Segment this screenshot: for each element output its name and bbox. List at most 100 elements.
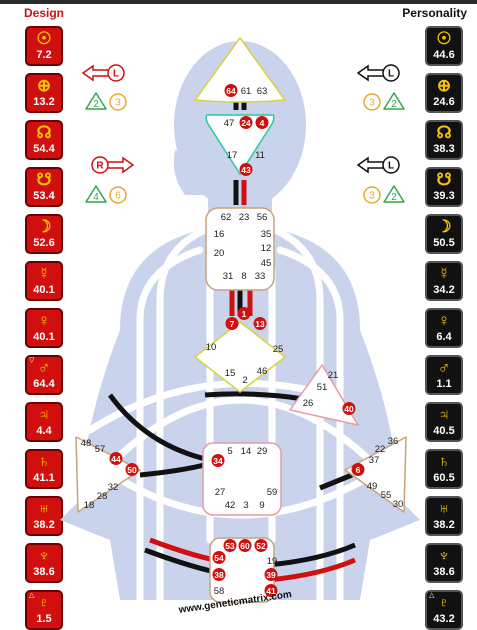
planet-glyph-icon: ☋ — [436, 170, 452, 189]
gate-40[interactable]: 40 — [344, 404, 354, 414]
design-planet-2[interactable]: ☊54.4 — [25, 120, 63, 160]
personality-planet-2[interactable]: ☊38.3 — [425, 120, 463, 160]
gate-6[interactable]: 6 — [356, 465, 361, 475]
tone-number: 2 — [391, 99, 397, 110]
design-planet-4[interactable]: ☽52.6 — [25, 214, 63, 254]
design-planet-3[interactable]: ☋53.4 — [25, 167, 63, 207]
gate-3[interactable]: 3 — [243, 500, 248, 511]
gate-20[interactable]: 20 — [214, 248, 225, 259]
gate-29[interactable]: 29 — [257, 446, 268, 457]
gate-11[interactable]: 11 — [255, 150, 265, 161]
design-planet-9[interactable]: ♄41.1 — [25, 449, 63, 489]
gate-17[interactable]: 17 — [227, 150, 238, 161]
gate-26[interactable]: 26 — [303, 398, 314, 409]
gate-63[interactable]: 63 — [257, 86, 268, 97]
gate-13[interactable]: 13 — [255, 319, 265, 329]
gate-33[interactable]: 33 — [255, 271, 266, 282]
gate-48[interactable]: 48 — [81, 438, 92, 449]
gate-5[interactable]: 5 — [227, 446, 232, 457]
gate-49[interactable]: 49 — [367, 481, 378, 492]
gate-56[interactable]: 56 — [257, 212, 268, 223]
personality-planet-3[interactable]: ☋39.3 — [425, 167, 463, 207]
gate-31[interactable]: 31 — [223, 271, 234, 282]
gate-44[interactable]: 44 — [111, 454, 121, 464]
gate-28[interactable]: 28 — [97, 491, 108, 502]
gate-50[interactable]: 50 — [127, 465, 137, 475]
gate-18[interactable]: 18 — [84, 500, 95, 511]
gate-24[interactable]: 24 — [241, 118, 251, 128]
gate-16[interactable]: 16 — [214, 229, 225, 240]
gate-59[interactable]: 59 — [267, 487, 278, 498]
gate-7[interactable]: 7 — [230, 319, 235, 329]
design-planet-7[interactable]: ▽♂64.4 — [25, 355, 63, 395]
design-planet-5[interactable]: ☿40.1 — [25, 261, 63, 301]
personality-planet-4[interactable]: ☽50.5 — [425, 214, 463, 254]
gate-34[interactable]: 34 — [213, 456, 223, 466]
gate-61[interactable]: 61 — [241, 86, 252, 97]
personality-planet-8[interactable]: ♃40.5 — [425, 402, 463, 442]
gate-14[interactable]: 14 — [241, 446, 252, 457]
gate-19[interactable]: 19 — [267, 556, 278, 567]
gate-35[interactable]: 35 — [261, 229, 272, 240]
gate-30[interactable]: 30 — [393, 499, 404, 510]
gate-41[interactable]: 41 — [266, 586, 276, 596]
gate-43[interactable]: 43 — [241, 165, 251, 175]
personality-planet-5[interactable]: ☿34.2 — [425, 261, 463, 301]
design-planet-1[interactable]: ⊕13.2 — [25, 73, 63, 113]
personality-planet-11[interactable]: ♆38.6 — [425, 543, 463, 583]
design-planet-10[interactable]: ♅38.2 — [25, 496, 63, 536]
gate-42[interactable]: 42 — [225, 500, 236, 511]
gate-32[interactable]: 32 — [108, 482, 119, 493]
gate-23[interactable]: 23 — [239, 212, 250, 223]
gate-47[interactable]: 47 — [224, 118, 235, 129]
design-planet-6[interactable]: ♀40.1 — [25, 308, 63, 348]
gate-52[interactable]: 52 — [256, 541, 266, 551]
gate-22[interactable]: 22 — [375, 444, 386, 455]
variable-letter: R — [96, 161, 104, 172]
gate-60[interactable]: 60 — [240, 541, 250, 551]
planet-value: 38.2 — [433, 519, 455, 531]
gate-54[interactable]: 54 — [214, 553, 224, 563]
design-planet-8[interactable]: ♃4.4 — [25, 402, 63, 442]
gate-15[interactable]: 15 — [225, 368, 236, 379]
gate-9[interactable]: 9 — [259, 500, 264, 511]
gate-45[interactable]: 45 — [261, 258, 272, 269]
personality-planet-0[interactable]: ☉44.6 — [425, 26, 463, 66]
gate-64[interactable]: 64 — [226, 86, 236, 96]
gate-2[interactable]: 2 — [242, 375, 247, 386]
design-planet-11[interactable]: ♆38.6 — [25, 543, 63, 583]
gate-4[interactable]: 4 — [260, 118, 265, 128]
planet-value: 60.5 — [433, 472, 455, 484]
gate-37[interactable]: 37 — [369, 455, 380, 466]
gate-58[interactable]: 58 — [214, 586, 225, 597]
gate-27[interactable]: 27 — [215, 487, 226, 498]
design-planet-0[interactable]: ☉7.2 — [25, 26, 63, 66]
personality-planet-6[interactable]: ♀6.4 — [425, 308, 463, 348]
active-gate-marker — [264, 584, 278, 597]
gate-53[interactable]: 53 — [225, 541, 235, 551]
personality-planet-9[interactable]: ♄60.5 — [425, 449, 463, 489]
personality-planet-12[interactable]: △♇43.2 — [425, 590, 463, 630]
personality-planet-7[interactable]: ♂1.1 — [425, 355, 463, 395]
planet-value: 38.3 — [433, 143, 455, 155]
planet-value: 38.2 — [33, 519, 55, 531]
gate-57[interactable]: 57 — [95, 444, 106, 455]
gate-51[interactable]: 51 — [317, 382, 328, 393]
personality-planet-1[interactable]: ⊕24.6 — [425, 73, 463, 113]
gate-21[interactable]: 21 — [328, 370, 339, 381]
gate-1[interactable]: 1 — [242, 309, 247, 319]
gate-10[interactable]: 10 — [206, 342, 217, 353]
gate-62[interactable]: 62 — [221, 212, 232, 223]
personality-planet-10[interactable]: ♅38.2 — [425, 496, 463, 536]
gate-46[interactable]: 46 — [257, 366, 268, 377]
gate-38[interactable]: 38 — [214, 570, 224, 580]
planet-glyph-icon: ☿ — [437, 264, 451, 283]
gate-36[interactable]: 36 — [388, 436, 399, 447]
gate-55[interactable]: 55 — [381, 490, 392, 501]
gate-39[interactable]: 39 — [266, 570, 276, 580]
gate-12[interactable]: 12 — [261, 243, 272, 254]
design-planet-12[interactable]: △♇1.5 — [25, 590, 63, 630]
gate-8[interactable]: 8 — [241, 271, 246, 282]
gate-25[interactable]: 25 — [273, 344, 284, 355]
